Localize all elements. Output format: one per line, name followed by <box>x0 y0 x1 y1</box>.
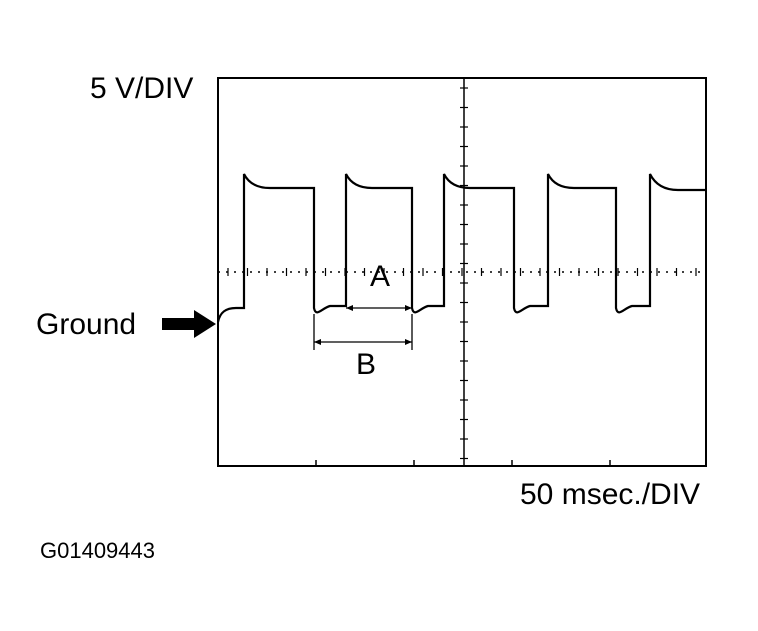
vertical-scale-label: 5 V/DIV <box>90 72 194 105</box>
measurement-b-label: B <box>356 348 376 381</box>
center-vertical-axis <box>460 78 468 466</box>
measurement-a-label: A <box>370 260 390 293</box>
measurement-b: B <box>313 314 413 381</box>
figure-id: G01409443 <box>40 538 155 563</box>
bottom-division-ticks <box>315 460 611 466</box>
arrow-right-icon <box>162 310 216 338</box>
measurement-a: A <box>346 260 412 311</box>
center-horizontal-axis <box>218 268 706 276</box>
horizontal-scale-label: 50 msec./DIV <box>520 478 701 511</box>
ground-label: Ground <box>36 308 137 341</box>
signal-waveform <box>216 173 706 323</box>
